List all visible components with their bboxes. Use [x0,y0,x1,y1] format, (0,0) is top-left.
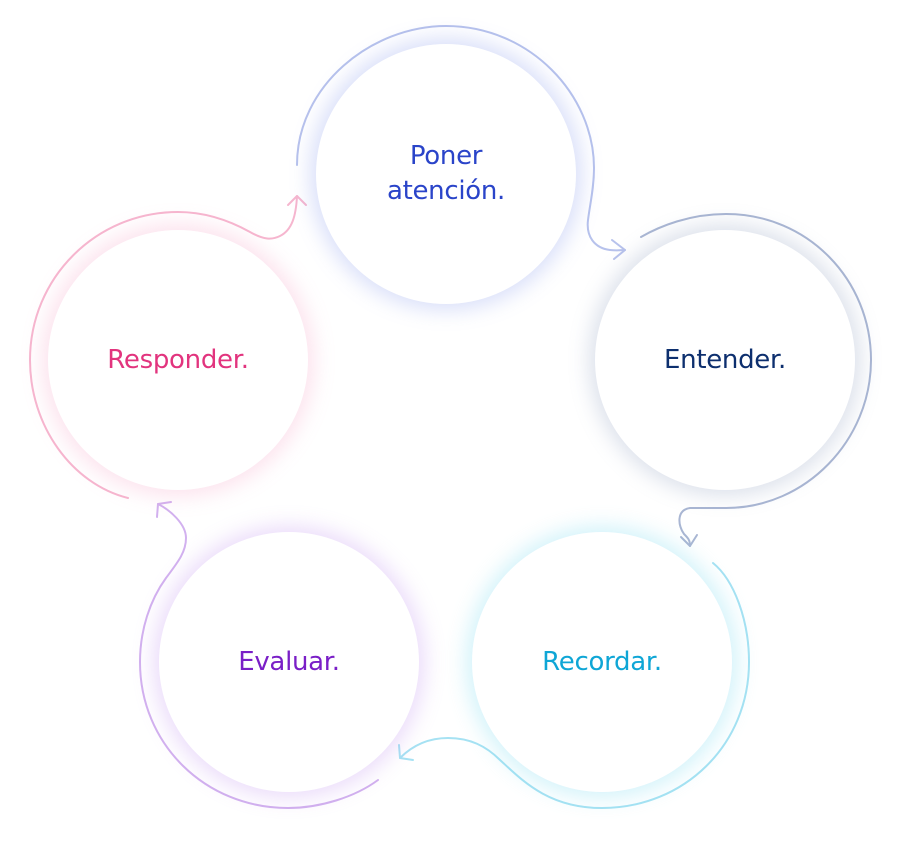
node-poner-atencion: Poner atención. [316,44,576,304]
node-label-entender: Entender. [664,344,786,375]
ring-responder [29,195,298,499]
arrowhead-entender [680,534,698,547]
node-evaluar: Evaluar. [159,532,419,792]
node-label-responder: Responder. [107,344,249,375]
arrowhead-responder [287,195,307,206]
arrowhead-recordar [398,744,414,761]
node-label-recordar: Recordar. [542,646,662,677]
node-recordar: Recordar. [472,532,732,792]
node-entender: Entender. [595,230,855,490]
ring-entender [640,213,872,547]
node-responder: Responder. [48,230,308,490]
ring-recordar [399,562,750,809]
ring-evaluar [139,503,379,809]
node-label-poner-atencion: Poner atención. [386,141,506,206]
ring-poner-atencion [296,25,626,252]
arrowhead-evaluar [156,501,172,518]
arrowhead-poner-atencion [611,239,626,260]
node-label-evaluar: Evaluar. [238,646,340,677]
